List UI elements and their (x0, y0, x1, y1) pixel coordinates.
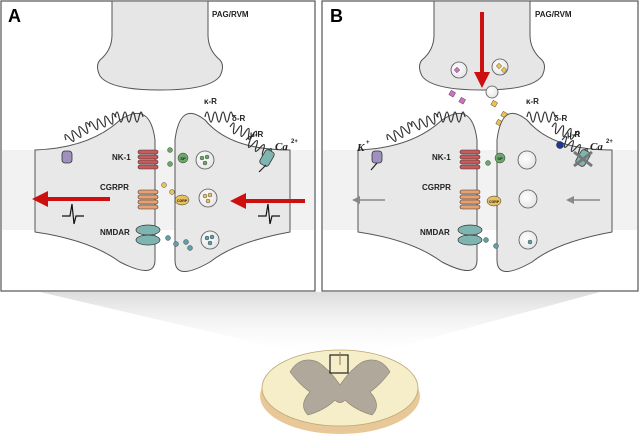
vesicle-fusing-b (485, 85, 499, 99)
action-potential-right-a (258, 203, 280, 225)
delta-label-a: δ-R (232, 114, 246, 123)
mu-label-b: μ-R (567, 130, 581, 139)
vesicle-glu-1-b (518, 230, 538, 250)
cgrpr-label-b: CGRPR (422, 183, 451, 192)
channel-purple-a (61, 150, 73, 164)
cgrpr-label-a: CGRPR (100, 183, 129, 192)
vesicle-cgrp-1-a (198, 188, 218, 208)
nmdar-label-a: NMDAR (100, 228, 130, 237)
spinal-cord-section (260, 349, 420, 434)
panel-b: B PAG/RVM K + NK-1 (321, 0, 639, 292)
nk1-label-a: NK-1 (112, 153, 131, 162)
cleft-transmitters-a: SP CGRP (161, 147, 193, 251)
cgrp-label-b: CGRP (489, 200, 500, 204)
sp-label-a: SP (180, 156, 186, 161)
pag-rvm-terminal-a (97, 0, 223, 91)
ca-charge-a: 2+ (291, 139, 298, 145)
output-arrow-b (352, 196, 385, 204)
vesicle-cgrp-1-b (518, 189, 538, 209)
ca-block-cross-b (573, 150, 593, 168)
cgrp-label-a: CGRP (177, 199, 188, 203)
ca-channel-a (259, 149, 275, 167)
magnification-funnel (40, 292, 600, 360)
ca-ion-a: Ca (275, 141, 288, 153)
panel-a: A PAG/RVM NK-1 CGRPR NMDAR (0, 0, 316, 292)
vesicle-sp-1-a (195, 150, 215, 170)
cleft-transmitters-b: SP CGRP (483, 152, 506, 249)
nk1-label-b: NK-1 (432, 153, 451, 162)
sp-label-b: SP (497, 156, 503, 161)
nmdar-label-b: NMDAR (420, 228, 450, 237)
panel-a-letter: A (8, 6, 21, 26)
cgrpr-receptor-b (459, 189, 481, 210)
ca-influx-arrow-a (258, 164, 267, 173)
spinal-cord-grey-matter (289, 359, 391, 416)
k-charge-b: + (366, 140, 370, 146)
nk1-receptor-a (137, 149, 159, 170)
k-efflux-arrow-b (370, 162, 378, 171)
k-ion-b: K (356, 142, 365, 154)
nk1-receptor-b (459, 149, 481, 170)
k-channel-b (371, 150, 383, 164)
ca-charge-b: 2+ (606, 139, 613, 145)
nmdar-receptor-b (457, 224, 483, 246)
delta-label-b: δ-R (554, 114, 568, 123)
panel-b-letter: B (330, 6, 343, 26)
kappa-label-a: κ-R (204, 97, 217, 106)
top-region-label-b: PAG/RVM (535, 10, 572, 19)
ca-ion-b: Ca (590, 141, 603, 153)
opioid-bound-dot-b (556, 141, 564, 149)
mu-label-a: μ-R (250, 130, 264, 139)
input-arrow-b (566, 196, 600, 204)
vesicle-sp-1-b (517, 150, 537, 170)
dorsal-horn-inset-box (329, 354, 349, 374)
vesicle-glu-1-a (200, 230, 220, 250)
top-region-label-a: PAG/RVM (212, 10, 249, 19)
kappa-label-b: κ-R (526, 97, 539, 106)
action-potential-left-a (62, 203, 84, 225)
nmdar-receptor-a (135, 224, 161, 246)
cgrpr-receptor-a (137, 189, 159, 210)
